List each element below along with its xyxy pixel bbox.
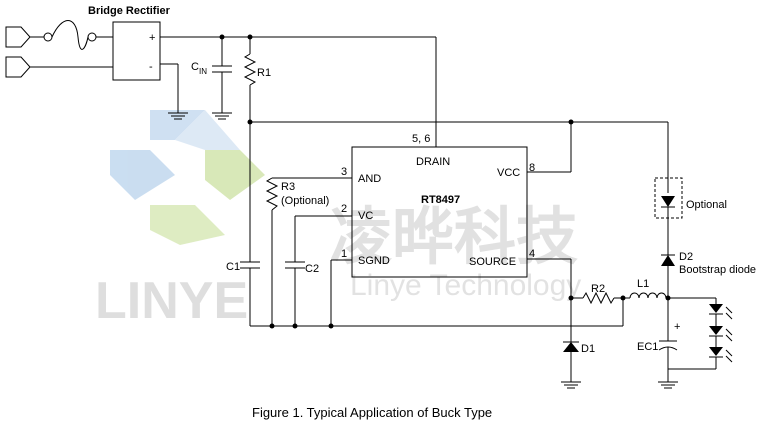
watermark-en2: Linye Technology [350,269,581,302]
r1-label: R1 [257,67,271,79]
ic-body [351,146,528,278]
r2-label: R2 [591,283,605,295]
l1-label: L1 [637,278,649,290]
rectifier-minus: - [149,61,153,73]
d2-note: Bootstrap diode [679,264,756,276]
ec1-label: EC1 [637,341,658,353]
diode-d2: D2 Bootstrap diode [661,218,756,298]
pin-vcc-num: 8 [529,162,535,174]
pin-vcc: VCC [497,167,520,179]
led-3 [709,347,733,363]
cin-label-sub: IN [199,67,207,76]
ec1-plus: + [674,321,680,333]
pin-vc: VC [358,210,373,222]
pin-and-num: 3 [341,166,347,178]
capacitor-cin: C IN [191,34,232,120]
optional-diode: Optional [654,122,727,219]
fuse-terminal-right [87,32,97,42]
c2-label: C2 [305,263,319,275]
ac-terminal-1 [5,26,31,48]
figure-caption: Figure 1. Typical Application of Buck Ty… [252,405,492,420]
capacitor-c1: C1 [226,122,260,326]
pin-sgnd-num: 1 [341,248,347,260]
fuse-terminal-left [43,32,53,42]
ac-terminal-2 [5,56,31,78]
led-1 [709,304,733,320]
watermark-cn: 凌晔科技 [330,200,578,273]
pin-sgnd: SGND [358,255,390,267]
ground-rectifier [168,112,188,120]
resistor-r3: R3 (Optional) [265,177,352,329]
led-2 [709,326,733,342]
resistor-r2: R2 [571,283,630,305]
watermark-en: LINYE [95,272,248,330]
ic-rt8497: RT8497 DRAIN 5, 6 AND 3 VC 2 SGND 1 VCC … [341,133,535,278]
cin-label: C [191,61,199,73]
bridge-rectifier: Bridge Rectifier + - [88,5,436,120]
pin-vc-num: 2 [341,203,347,215]
optional-label: Optional [686,199,727,211]
capacitor-ec1: + EC1 [637,298,680,389]
ground-cin [212,112,232,120]
pin-and: AND [358,173,381,185]
resistor-r1: R1 [243,34,271,122]
fuse [51,20,89,50]
rectifier-plus: + [149,32,155,44]
led-string [668,297,733,370]
inductor-l1: L1 [629,278,668,299]
diode-d1: D1 [561,298,595,389]
watermark: LINYE 凌晔科技 Linye Technology [95,110,581,330]
bridge-rectifier-label: Bridge Rectifier [88,5,171,17]
ground-ec1 [658,381,678,389]
watermark-logo [110,110,265,245]
pin-drain-num: 5, 6 [412,133,430,145]
pin-drain: DRAIN [416,156,450,168]
capacitor-c2: C2 [285,215,352,329]
r3-note: (Optional) [281,195,329,207]
pin-source-num: 4 [529,248,535,260]
c1-label: C1 [226,261,240,273]
d2-label: D2 [679,251,693,263]
r3-label: R3 [281,181,295,193]
rectifier-box [112,21,161,81]
ground-d1 [561,381,581,389]
ic-name: RT8497 [421,194,460,206]
ac-input [5,20,113,78]
pin-source: SOURCE [469,256,516,268]
d1-label: D1 [581,343,595,355]
